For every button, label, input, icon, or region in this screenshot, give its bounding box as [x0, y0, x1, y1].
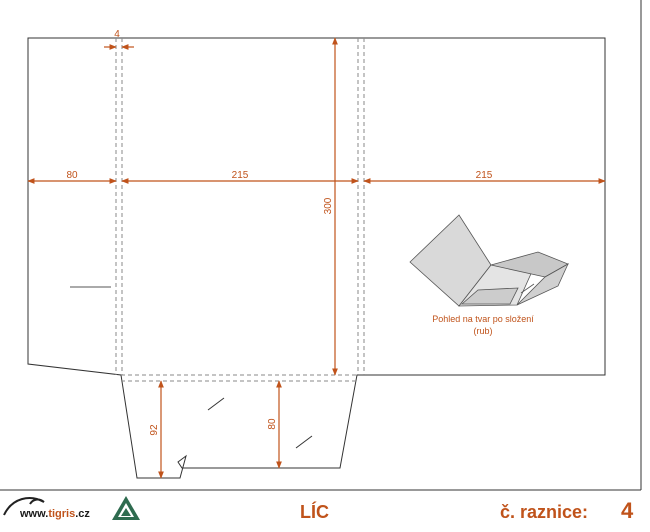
dim-back-width: 215 [476, 170, 493, 181]
die-number-label: č. raznice: [500, 502, 589, 522]
dimension-lines [27, 37, 606, 479]
logo-prefix: www. [20, 508, 49, 520]
emblem-icon [112, 496, 140, 520]
dim-pocket-left: 92 [149, 424, 160, 436]
logo-suffix: .cz [75, 508, 90, 520]
tigris-cat-icon [3, 497, 45, 516]
card-slit-bottom [295, 435, 313, 449]
logo-domain: tigris [48, 508, 76, 520]
dim-front-width: 215 [232, 170, 249, 181]
face-label: LÍC [300, 502, 329, 522]
dim-height: 300 [323, 197, 334, 214]
card-slit-top [207, 397, 225, 411]
dim-slot-gap: 4 [114, 29, 120, 40]
inset-caption-line2: (rub) [473, 326, 492, 336]
die-number: 4 [621, 498, 634, 523]
folded-view-illustration [409, 214, 569, 307]
tigris-logo-text[interactable]: www.tigris.cz [20, 508, 90, 520]
fold-lines [115, 38, 365, 382]
inset-caption-line1: Pohled na tvar po složení [432, 314, 534, 324]
dim-pocket-right: 80 [267, 418, 278, 430]
dim-left-flap: 80 [66, 170, 78, 181]
